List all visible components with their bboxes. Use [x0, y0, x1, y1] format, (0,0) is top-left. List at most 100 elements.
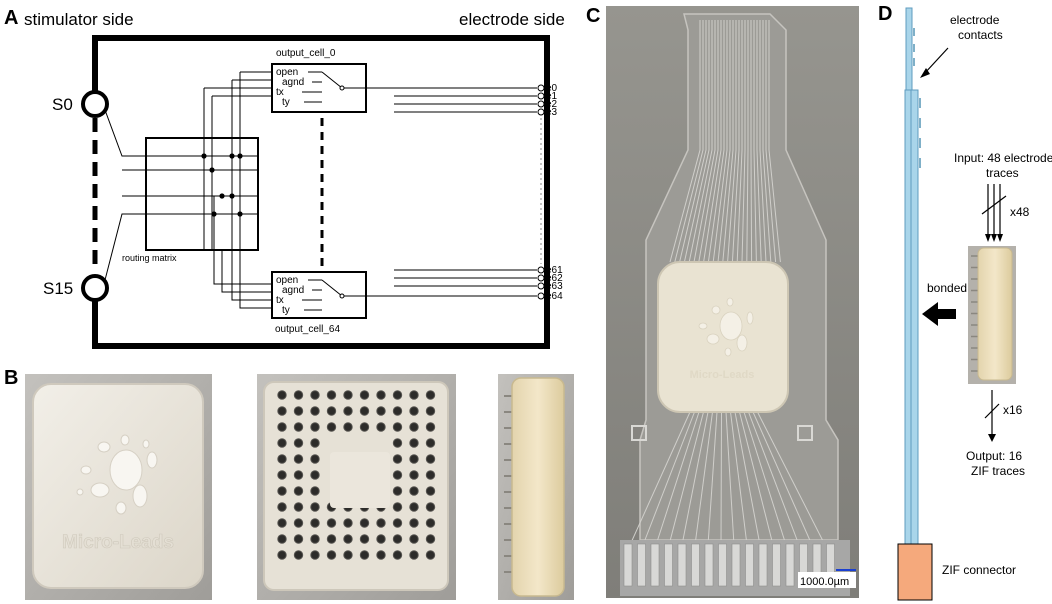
zif-pad [704, 543, 714, 587]
svg-text:ty: ty [282, 305, 290, 316]
flex-trace [759, 20, 767, 263]
flex-trace [753, 20, 757, 263]
flex-trace [748, 411, 800, 546]
flex-trace [707, 20, 725, 263]
pin-hole [277, 550, 287, 560]
pin-hole [293, 422, 304, 432]
s0-label: S0 [52, 95, 73, 114]
stimulator-side-label: stimulator side [24, 10, 134, 29]
electrode-lines [366, 87, 537, 297]
pin-hole [359, 422, 370, 432]
pin-hole [392, 486, 403, 496]
pin-hole [425, 422, 436, 432]
flex-trace [683, 20, 710, 263]
pin-hole [376, 422, 386, 432]
flex-trace [741, 20, 746, 263]
lead-strip-layer [910, 89, 919, 553]
pin-hole [277, 390, 287, 400]
pin-hole [310, 422, 320, 432]
flex-trace [668, 411, 704, 546]
flex-trace [750, 20, 753, 263]
pin-hole [326, 422, 337, 432]
pin-hole [277, 518, 287, 528]
pin-hole [409, 438, 419, 448]
pin-hole [293, 518, 304, 528]
zif-connector-label: ZIF connector [942, 563, 1016, 577]
flex-trace [757, 411, 826, 546]
pin-hole [293, 550, 304, 560]
zif-pad [718, 543, 727, 587]
scale-bar-label: 1000.0µm [800, 576, 849, 588]
panel-d-letter: D [878, 3, 892, 25]
pin-hole [293, 534, 304, 544]
s15-terminal [81, 274, 109, 302]
flex-trace [746, 20, 749, 263]
flex-trace [743, 411, 787, 546]
pin-hole [392, 406, 403, 416]
scale-bar-box [798, 572, 856, 588]
flex-trace [720, 411, 722, 546]
output-cell-64-title: output_cell_64 [275, 324, 340, 335]
output-label-line2: ZIF traces [971, 464, 1025, 478]
pin-hole [293, 470, 304, 480]
pin-hole [425, 550, 436, 560]
pin-hole [425, 390, 436, 400]
flex-trace [629, 411, 691, 546]
pin-hole [425, 534, 436, 544]
zif-pads [623, 543, 835, 587]
pin-hole [359, 406, 370, 416]
electrode-label-e0: e0 [546, 83, 558, 94]
svg-text:agnd: agnd [282, 285, 304, 296]
pin-hole [359, 518, 370, 528]
svg-text:open: open [276, 275, 298, 286]
s15-label: S15 [43, 279, 73, 298]
zif-pad [623, 543, 633, 587]
bonded-cap-body [977, 247, 1013, 381]
pin-hole [392, 454, 403, 464]
pin-hole [376, 518, 386, 528]
pin-hole [293, 406, 304, 416]
pin-hole [277, 406, 287, 416]
pin-hole [310, 406, 320, 416]
pin-hole [425, 438, 436, 448]
flex-trace [681, 411, 709, 546]
pin-hole [293, 438, 304, 448]
flex-trace [694, 411, 713, 546]
pin-hole [293, 486, 304, 496]
flex-trace [739, 411, 774, 546]
flex-trace [752, 411, 813, 546]
pin-hole [392, 502, 403, 512]
outer-frame [92, 35, 550, 349]
electrode-contact-marks [913, 28, 921, 168]
output-cell-64-switch [302, 279, 366, 311]
flex-trace [734, 411, 761, 546]
flex-trace [756, 20, 762, 263]
flex-lead-traces [629, 20, 826, 546]
pin-hole [343, 422, 353, 432]
flex-trace [703, 20, 722, 263]
pin-hole [310, 518, 320, 528]
pin-hole [392, 550, 403, 560]
flex-trace [712, 20, 728, 263]
pin-hole [409, 502, 419, 512]
panel-d: D electrode contacts Input: 48 electrode… [878, 3, 1052, 601]
pin-hole [409, 518, 419, 528]
pin-hole [343, 550, 353, 560]
pin-hole [310, 390, 320, 400]
electrode-label-e3: e3 [546, 107, 558, 118]
svg-text:open: open [276, 67, 298, 78]
svg-text:ty: ty [282, 97, 290, 108]
zif-pad [772, 543, 781, 587]
svg-text:tx: tx [276, 295, 284, 306]
zif-pad [731, 543, 741, 587]
pin-hole [277, 486, 287, 496]
pin-hole [343, 390, 353, 400]
electrode-label-e62: e62 [546, 273, 563, 284]
pin-hole [359, 534, 370, 544]
flex-trace [688, 20, 713, 263]
pin-hole [326, 534, 337, 544]
pin-hole [409, 486, 419, 496]
pin-hole [392, 422, 403, 432]
lead-cap-logo-text: Micro-Leads [690, 369, 755, 381]
